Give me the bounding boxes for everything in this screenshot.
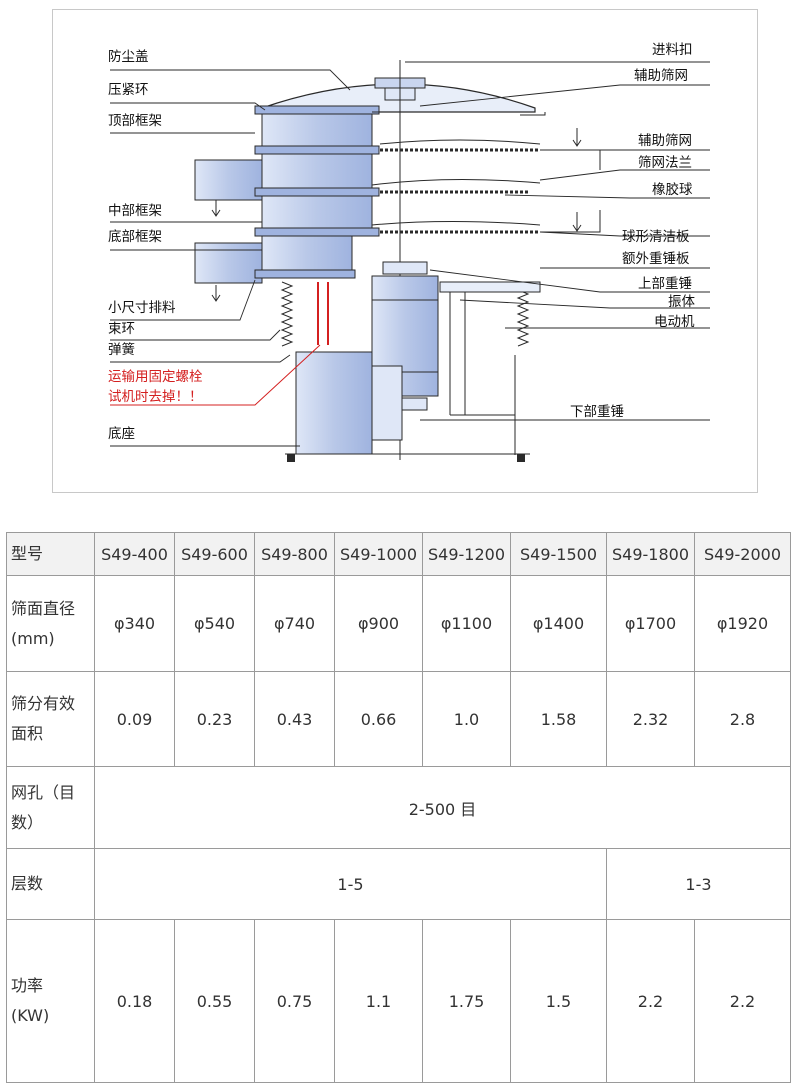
row-label-power: 功率 (KW) (6, 919, 95, 1083)
middle-frame-shape (261, 153, 373, 191)
power-cell: 1.5 (510, 919, 607, 1083)
label-motor: 电动机 (654, 314, 695, 330)
mesh-cell: 2-500 目 (94, 766, 791, 849)
diagram-frame (52, 9, 758, 493)
label-binding-ring: 束环 (108, 321, 135, 337)
model-cell: S49-600 (174, 532, 255, 576)
area-cell: 0.23 (174, 671, 255, 767)
label-spring: 弹簧 (108, 342, 135, 358)
row-label-line: (mm) (11, 628, 55, 648)
row-label-layers: 层数 (6, 848, 95, 920)
row-label-line: 面积 (11, 724, 44, 743)
label-aux-screen-2: 辅助筛网 (638, 133, 692, 149)
diameter-cell: φ1400 (510, 575, 607, 672)
label-upper-weight: 上部重锤 (638, 276, 692, 292)
diameter-cell: φ340 (94, 575, 175, 672)
top-frame-shape (261, 111, 373, 149)
area-cell: 2.8 (694, 671, 791, 767)
label-small-discharge: 小尺寸排料 (108, 300, 176, 316)
row-label-line: 网孔（目 (11, 782, 76, 802)
row-label-diameter: 筛面直径 (mm) (6, 575, 95, 672)
label-base: 底座 (108, 426, 135, 442)
row-label-mesh: 网孔（目 数） (6, 766, 95, 849)
area-cell: 0.09 (94, 671, 175, 767)
label-rubber-ball: 橡胶球 (652, 182, 693, 198)
label-feed-inlet: 进料扣 (652, 42, 693, 58)
diameter-cell: φ1700 (606, 575, 695, 672)
row-label-line: 数） (11, 812, 44, 832)
table-row-layers: 层数 1-5 1-3 (6, 848, 791, 920)
layers-cell-b: 1-3 (606, 848, 791, 920)
model-cell: S49-1500 (510, 532, 607, 576)
label-clamp-ring: 压紧环 (108, 82, 149, 98)
diameter-cell: φ1920 (694, 575, 791, 672)
label-ball-cleaning-plate: 球形清洁板 (622, 229, 690, 245)
diameter-cell: φ540 (174, 575, 255, 672)
table-row-power: 功率 (KW) 0.18 0.55 0.75 1.1 1.75 1.5 2.2 … (6, 919, 791, 1083)
vibrating-screen-diagram (110, 60, 710, 462)
model-cell: S49-1800 (606, 532, 695, 576)
power-cell: 0.55 (174, 919, 255, 1083)
row-label-line: (KW) (11, 1006, 50, 1025)
warning-line-1: 运输用固定螺栓 (108, 369, 203, 385)
power-cell: 2.2 (694, 919, 791, 1083)
diameter-cell: φ900 (334, 575, 423, 672)
label-dust-cover: 防尘盖 (108, 49, 149, 65)
table-row-mesh: 网孔（目 数） 2-500 目 (6, 766, 791, 849)
power-cell: 0.75 (254, 919, 335, 1083)
base-shape (295, 351, 373, 455)
model-cell: S49-800 (254, 532, 335, 576)
row-label-line: 功率 (11, 976, 44, 995)
diameter-cell: φ740 (254, 575, 335, 672)
power-cell: 2.2 (606, 919, 695, 1083)
table-row-diameter: 筛面直径 (mm) φ340 φ540 φ740 φ900 φ1100 φ140… (6, 575, 791, 672)
model-cell: S49-2000 (694, 532, 791, 576)
area-cell: 1.58 (510, 671, 607, 767)
bottom-frame-shape (261, 195, 373, 233)
label-lower-weight: 下部重锤 (570, 404, 624, 420)
layers-cell-a: 1-5 (94, 848, 607, 920)
power-cell: 1.75 (422, 919, 511, 1083)
label-top-frame: 顶部框架 (108, 113, 162, 129)
row-label-area: 筛分有效 面积 (6, 671, 95, 767)
model-cell: S49-1000 (334, 532, 423, 576)
diameter-cell: φ1100 (422, 575, 511, 672)
label-vibrator: 振体 (668, 294, 695, 310)
left-spring-shape (280, 281, 294, 347)
label-aux-screen-1: 辅助筛网 (634, 68, 688, 84)
area-cell: 1.0 (422, 671, 511, 767)
label-screen-flange: 筛网法兰 (638, 155, 692, 171)
row-label-line: 筛面直径 (11, 598, 76, 618)
power-cell: 1.1 (334, 919, 423, 1083)
table-header-row: 型号 S49-400 S49-600 S49-800 S49-1000 S49-… (6, 532, 791, 576)
area-cell: 0.66 (334, 671, 423, 767)
model-cell: S49-1200 (422, 532, 511, 576)
label-middle-frame: 中部框架 (108, 203, 162, 219)
area-cell: 0.43 (254, 671, 335, 767)
spec-table: 型号 S49-400 S49-600 S49-800 S49-1000 S49-… (6, 532, 791, 1083)
area-cell: 2.32 (606, 671, 695, 767)
table-row-area: 筛分有效 面积 0.09 0.23 0.43 0.66 1.0 1.58 2.3… (6, 671, 791, 767)
upper-weight-shape (382, 261, 428, 275)
model-cell: S49-400 (94, 532, 175, 576)
power-cell: 0.18 (94, 919, 175, 1083)
header-model-label: 型号 (6, 532, 95, 576)
label-extra-weight-plate: 额外重锤板 (622, 251, 690, 267)
warning-line-2: 试机时去掉！！ (108, 389, 203, 405)
label-bottom-frame: 底部框架 (108, 229, 162, 245)
row-label-line: 筛分有效 (11, 694, 76, 713)
